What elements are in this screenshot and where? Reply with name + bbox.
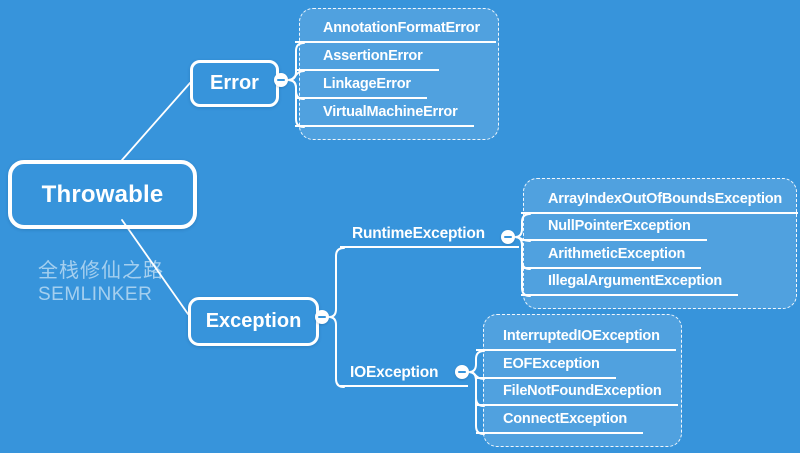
minus-icon: [504, 236, 512, 238]
node-error[interactable]: Error: [190, 60, 279, 107]
collapse-button-exception[interactable]: [315, 310, 329, 324]
node-annotationformaterror[interactable]: AnnotationFormatError: [295, 16, 496, 43]
link-throwable-error: [121, 82, 191, 161]
node-arithmeticexception[interactable]: ArithmeticException: [521, 242, 702, 269]
node-throwable[interactable]: Throwable: [8, 160, 197, 229]
node-interruptedioexception[interactable]: InterruptedIOException: [476, 324, 676, 351]
node-nullpointerexception[interactable]: NullPointerException: [521, 214, 707, 241]
node-ioexception[interactable]: IOException: [340, 360, 469, 387]
watermark-line1: 全栈修仙之路: [38, 260, 164, 282]
node-exception-label: Exception: [205, 310, 302, 332]
node-assertionerror[interactable]: AssertionError: [295, 44, 439, 71]
collapse-button-error[interactable]: [274, 73, 288, 87]
node-virtualmachineerror[interactable]: VirtualMachineError: [295, 100, 474, 127]
node-arrayindexoutofboundsexception[interactable]: ArrayIndexOutOfBoundsException: [521, 187, 799, 214]
collapse-button-runtime[interactable]: [501, 230, 515, 244]
node-filenotfoundexception[interactable]: FileNotFoundException: [476, 379, 678, 406]
node-illegalargumentexception[interactable]: IllegalArgumentException: [521, 269, 739, 296]
collapse-button-io[interactable]: [455, 365, 469, 379]
node-throwable-label: Throwable: [41, 180, 164, 208]
node-error-label: Error: [210, 72, 259, 94]
node-eofexception[interactable]: EOFException: [476, 352, 616, 379]
watermark: 全栈修仙之路 SEMLINKER: [38, 258, 164, 306]
minus-icon: [458, 371, 466, 373]
watermark-line2: SEMLINKER: [38, 284, 153, 305]
error-children-group: [299, 8, 499, 140]
node-connectexception[interactable]: ConnectException: [476, 407, 644, 434]
minus-icon: [318, 316, 326, 318]
minus-icon: [277, 79, 285, 81]
node-runtimeexception[interactable]: RuntimeException: [340, 221, 519, 248]
link-exception-runtime: [328, 247, 345, 318]
runtime-children-group: [523, 178, 797, 309]
io-children-group: [483, 314, 682, 447]
node-exception[interactable]: Exception: [188, 297, 319, 346]
node-linkageerror[interactable]: LinkageError: [295, 72, 427, 99]
